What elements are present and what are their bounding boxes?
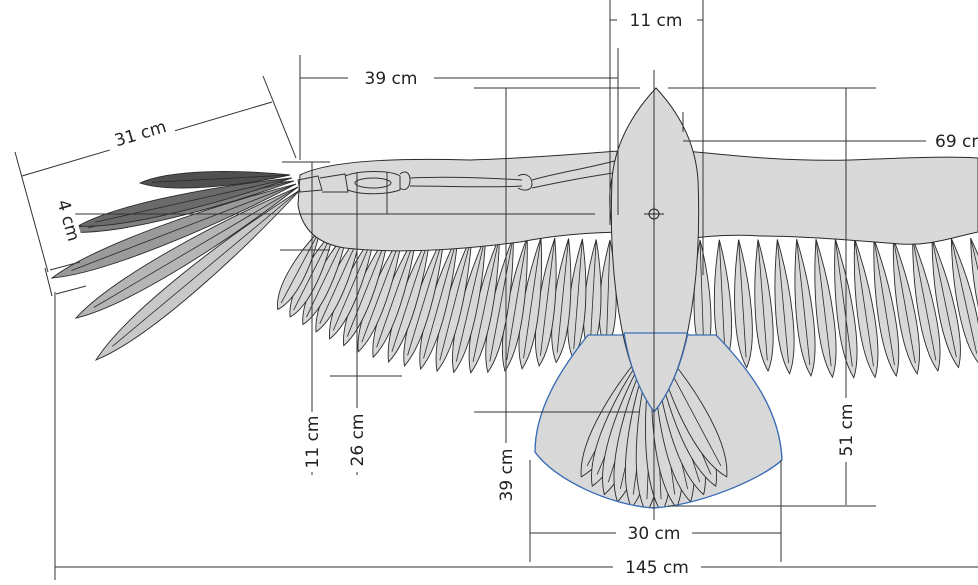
feather — [873, 238, 900, 378]
feather — [754, 239, 774, 372]
feather — [502, 236, 528, 372]
feather-shaft — [93, 186, 299, 308]
feather — [551, 238, 572, 364]
feather-shaft — [699, 239, 705, 351]
feather-shaft — [455, 235, 487, 362]
right-wing-coverts — [674, 149, 978, 245]
feather — [794, 239, 816, 377]
dim-wing-chord-mid: 26 cm — [348, 414, 368, 467]
feather-shaft — [423, 234, 459, 359]
feather-shaft — [796, 239, 811, 366]
dim-head-width: 11 cm — [630, 11, 683, 31]
feather — [734, 239, 753, 369]
feather-shaft — [873, 238, 895, 366]
feather-shaft — [834, 239, 853, 367]
dimension-lines — [14, 0, 978, 580]
feather-shaft — [573, 239, 583, 350]
feather-shaft — [776, 239, 789, 364]
feather-shaft — [489, 236, 514, 362]
dim-wingspan: 145 cm — [625, 558, 689, 578]
feather — [892, 238, 920, 375]
feather-shaft — [738, 239, 747, 358]
feather-shaft — [589, 239, 597, 346]
feather-shaft — [391, 233, 431, 352]
dim-half-span: 69 cm — [935, 132, 978, 152]
feather-shaft — [71, 183, 297, 271]
feather — [774, 239, 795, 375]
dim-body-length: 39 cm — [497, 449, 517, 502]
feather — [814, 239, 837, 379]
dim-tail-length: 51 cm — [837, 404, 857, 457]
dim-arm-length: 39 cm — [365, 69, 418, 89]
feather-shaft — [407, 234, 445, 356]
feather-shaft — [472, 236, 500, 362]
dim-primary-length: 31 cm — [112, 117, 168, 151]
feather-shaft — [95, 177, 293, 223]
feather — [931, 238, 961, 369]
feather-shaft — [912, 238, 937, 361]
dim-tail-width: 30 cm — [628, 524, 681, 544]
feather-shaft — [892, 238, 916, 364]
feather-shaft — [439, 235, 473, 361]
feather-shaft — [757, 239, 768, 361]
feather-shaft — [280, 229, 321, 304]
feather-shaft — [151, 174, 291, 183]
center-of-mass-icon — [644, 204, 664, 224]
feather-shaft — [523, 237, 542, 359]
feather — [912, 238, 941, 373]
feather-shaft — [556, 238, 569, 353]
feather — [970, 237, 978, 308]
feather-shaft — [506, 237, 528, 361]
primary-feathers — [50, 171, 301, 361]
feather — [853, 238, 879, 379]
feather-shaft — [931, 238, 957, 358]
feather-shaft — [950, 238, 978, 354]
left-wing-coverts — [297, 149, 633, 252]
feather-shaft — [112, 189, 301, 347]
feather-shaft — [540, 238, 556, 356]
dim-wing-chord-tip: 11 cm — [303, 416, 323, 469]
feather — [138, 171, 291, 189]
feather-shaft — [854, 238, 874, 367]
feather-shaft — [970, 238, 978, 272]
feather-shaft — [815, 239, 832, 367]
feather-shaft — [718, 239, 726, 354]
feather-shaft — [376, 233, 418, 348]
feather-shaft — [606, 239, 611, 342]
